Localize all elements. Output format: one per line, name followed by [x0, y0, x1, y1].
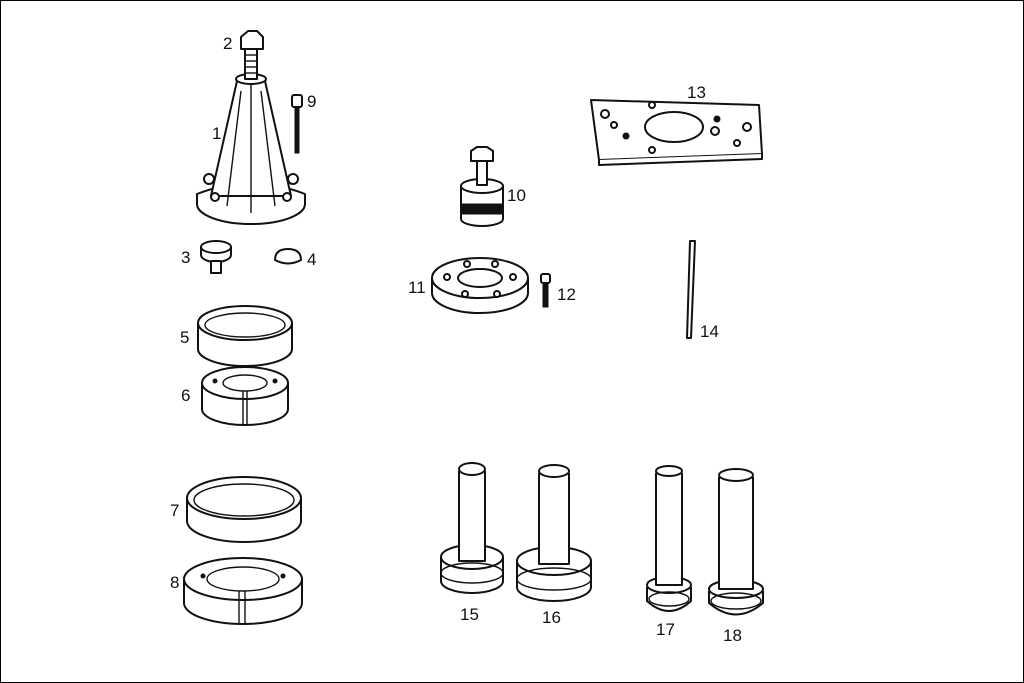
- label-8: 8: [170, 573, 179, 592]
- button-3: [200, 240, 232, 274]
- label-15: 15: [460, 605, 479, 624]
- ring-5: [197, 305, 293, 367]
- label-13: 13: [687, 83, 706, 102]
- ring-7: [186, 476, 302, 543]
- label-6: 6: [181, 386, 190, 405]
- mandrel-18: [708, 468, 764, 616]
- nut-with-bolt-10: [460, 146, 504, 227]
- label-9: 9: [307, 92, 316, 111]
- mandrel-17: [646, 465, 692, 612]
- label-14: 14: [700, 322, 719, 341]
- label-1: 1: [212, 124, 221, 143]
- label-5: 5: [180, 328, 189, 347]
- threaded-bolt: [240, 30, 264, 80]
- split-collar-8: [183, 557, 303, 625]
- label-7: 7: [170, 501, 179, 520]
- label-4: 4: [307, 250, 316, 269]
- cap-4: [274, 248, 302, 265]
- label-11: 11: [408, 278, 426, 297]
- puller-housing: [196, 73, 306, 225]
- pin-14: [686, 240, 696, 339]
- plate-13: [590, 99, 763, 166]
- screw-9: [291, 94, 303, 154]
- flange-11: [431, 257, 529, 314]
- label-18: 18: [723, 626, 742, 645]
- screw-12: [540, 273, 551, 308]
- label-3: 3: [181, 248, 190, 267]
- label-10: 10: [507, 186, 526, 205]
- label-2: 2: [223, 34, 232, 53]
- label-17: 17: [656, 620, 675, 639]
- part-labels: 1 2 3 4 5 6 7 8 9 10 11 12 13 14 15 16 1…: [170, 34, 742, 645]
- label-12: 12: [557, 285, 576, 304]
- mandrel-15: [440, 462, 504, 594]
- label-16: 16: [542, 608, 561, 627]
- split-collar-6: [201, 366, 289, 426]
- mandrel-16: [516, 464, 592, 602]
